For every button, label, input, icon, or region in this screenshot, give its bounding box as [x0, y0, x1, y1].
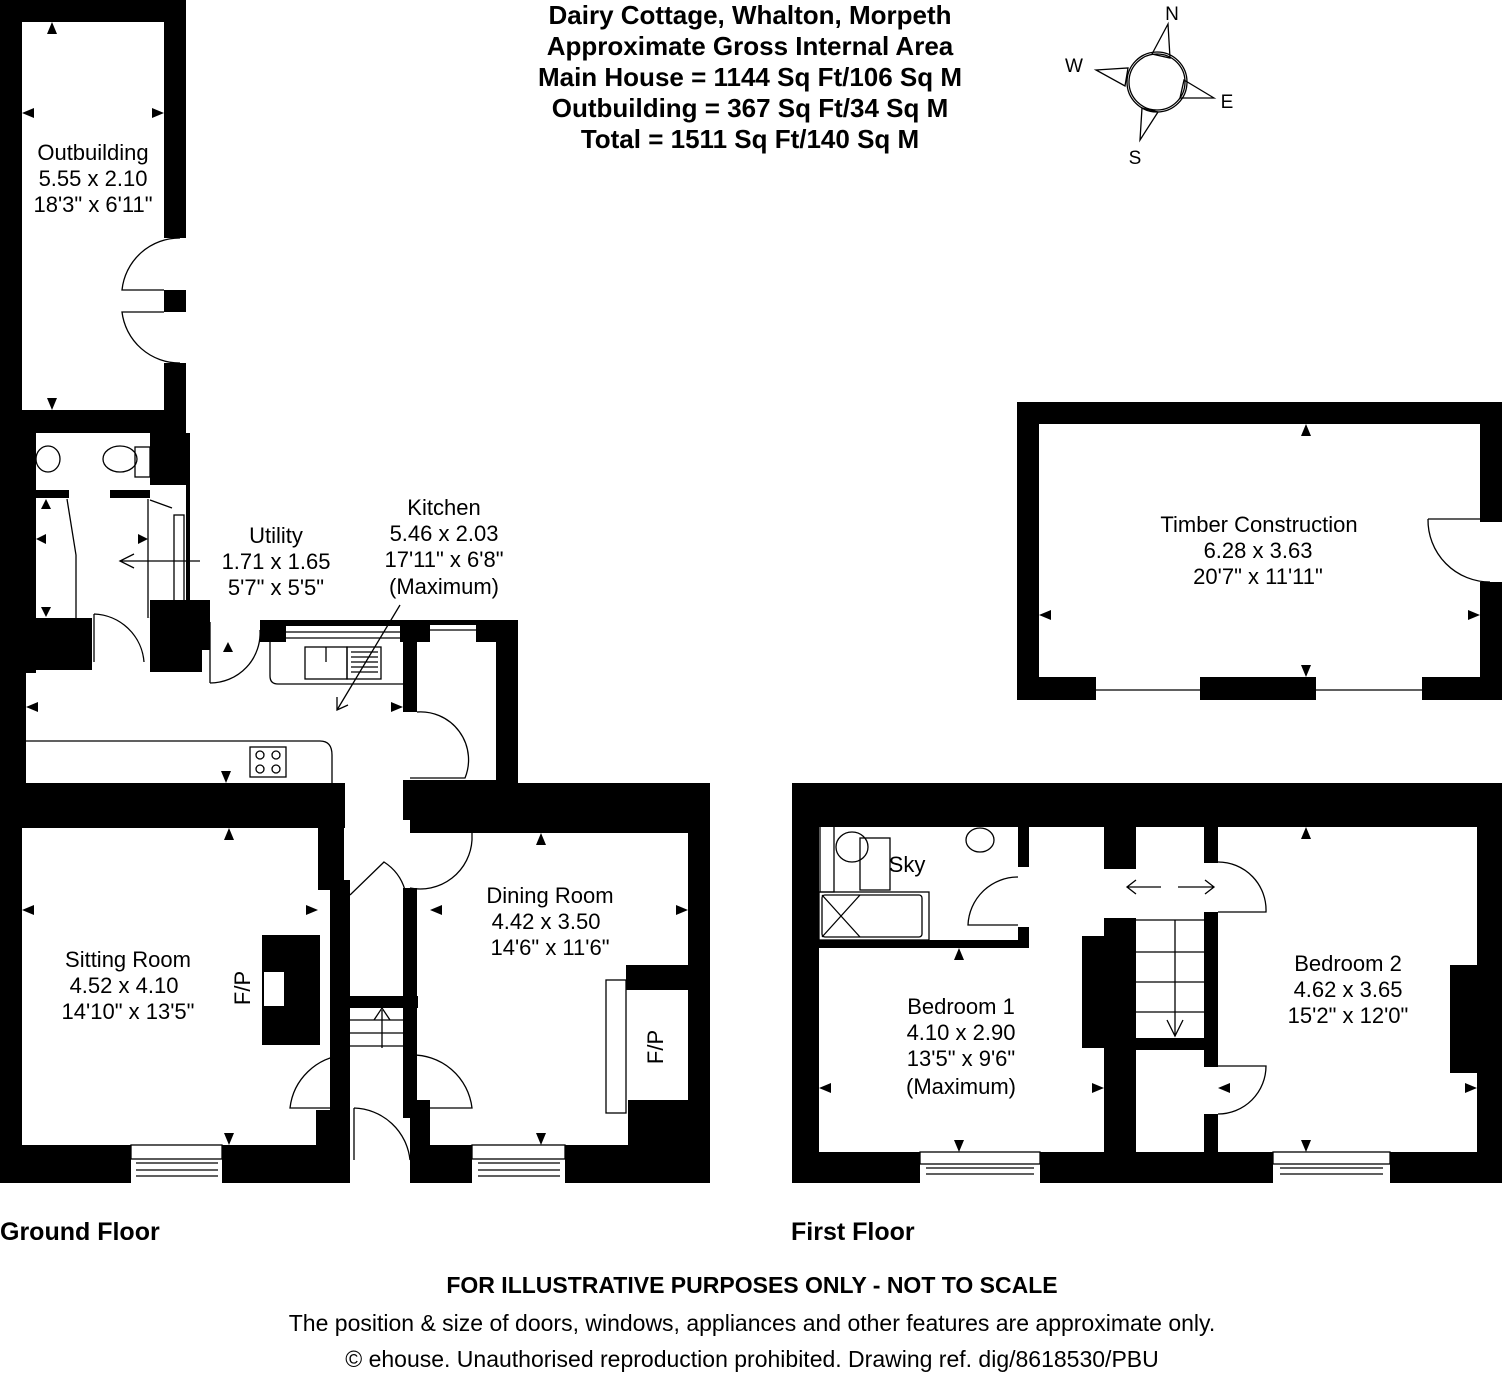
room-name: Sitting Room [65, 947, 191, 972]
area-subtitle: Approximate Gross Internal Area [546, 31, 954, 61]
room-metric: 4.10 x 2.90 [907, 1020, 1016, 1045]
area-summary: Dairy Cottage, Whalton, Morpeth Approxim… [450, 0, 1050, 155]
room-note: (Maximum) [906, 1074, 1016, 1099]
room-name: Dining Room [486, 883, 613, 908]
room-name: Bedroom 2 [1294, 951, 1402, 976]
fireplace-label: F/P [230, 971, 255, 1005]
room-imperial: 14'10" x 13'5" [62, 999, 195, 1024]
outbuilding-area: Outbuilding = 367 Sq Ft/34 Sq M [551, 93, 949, 123]
room-note: (Maximum) [389, 574, 499, 599]
compass-north: N [1165, 4, 1179, 25]
room-imperial: 5'7" x 5'5" [228, 575, 324, 600]
room-imperial: 18'3" x 6'11" [33, 192, 152, 217]
room-imperial: 17'11" x 6'8" [384, 547, 503, 572]
room-imperial: 14'6" x 11'6" [490, 935, 609, 960]
room-metric: 1.71 x 1.65 [222, 549, 331, 574]
room-metric: 6.28 x 3.63 [1204, 538, 1313, 563]
total-area: Total = 1511 Sq Ft/140 Sq M [580, 124, 920, 154]
room-imperial: 13'5" x 9'6" [907, 1046, 1015, 1071]
room-metric: 4.52 x 4.10 [70, 973, 179, 998]
room-imperial: 20'7" x 11'11" [1193, 564, 1323, 589]
skylight-label: Sky [889, 852, 926, 877]
compass-east: E [1221, 92, 1234, 113]
room-timber-construction: Timber Construction 6.28 x 3.63 20'7" x … [1160, 512, 1357, 589]
room-metric: 4.62 x 3.65 [1294, 977, 1403, 1002]
room-name: Kitchen [407, 495, 480, 520]
fireplace-label: F/P [643, 1030, 668, 1064]
disclaimer: FOR ILLUSTRATIVE PURPOSES ONLY - NOT TO … [446, 1272, 1058, 1298]
room-outbuilding: Outbuilding 5.55 x 2.10 18'3" x 6'11" [33, 140, 152, 217]
main-house-area: Main House = 1144 Sq Ft/106 Sq M [537, 62, 963, 92]
room-metric: 5.55 x 2.10 [39, 166, 148, 191]
first-floor-label: First Floor [791, 1218, 915, 1246]
room-name: Utility [249, 523, 303, 548]
property-title: Dairy Cottage, Whalton, Morpeth [548, 0, 952, 30]
compass-south: S [1129, 148, 1142, 169]
room-name: Outbuilding [37, 140, 148, 165]
room-bedroom-1: Bedroom 1 4.10 x 2.90 13'5" x 9'6" (Maxi… [906, 994, 1016, 1099]
copyright: © ehouse. Unauthorised reproduction proh… [345, 1346, 1159, 1372]
timber-construction-plan [1017, 402, 1502, 700]
disclaimer-note: The position & size of doors, windows, a… [288, 1310, 1216, 1336]
ground-floor-plan [0, 0, 710, 1183]
first-floor-plan: Sky [792, 783, 1502, 1183]
ground-floor-label: Ground Floor [0, 1218, 160, 1246]
room-kitchen: Kitchen 5.46 x 2.03 17'11" x 6'8" (Maxim… [384, 495, 503, 599]
room-imperial: 15'2" x 12'0" [1288, 1003, 1409, 1028]
room-metric: 4.42 x 3.50 [492, 909, 601, 934]
room-sitting-room: Sitting Room 4.52 x 4.10 14'10" x 13'5" … [62, 947, 255, 1024]
room-name: Timber Construction [1160, 512, 1357, 537]
compass-icon: N W E S [1065, 4, 1233, 169]
room-bedroom-2: Bedroom 2 4.62 x 3.65 15'2" x 12'0" [1288, 951, 1409, 1028]
room-metric: 5.46 x 2.03 [390, 521, 499, 546]
measurement-arrows [22, 22, 1480, 1152]
room-name: Bedroom 1 [907, 994, 1015, 1019]
room-dining-room: Dining Room 4.42 x 3.50 14'6" x 11'6" F/… [486, 883, 668, 1064]
room-utility: Utility 1.71 x 1.65 5'7" x 5'5" [222, 523, 331, 600]
compass-west: W [1065, 56, 1083, 77]
